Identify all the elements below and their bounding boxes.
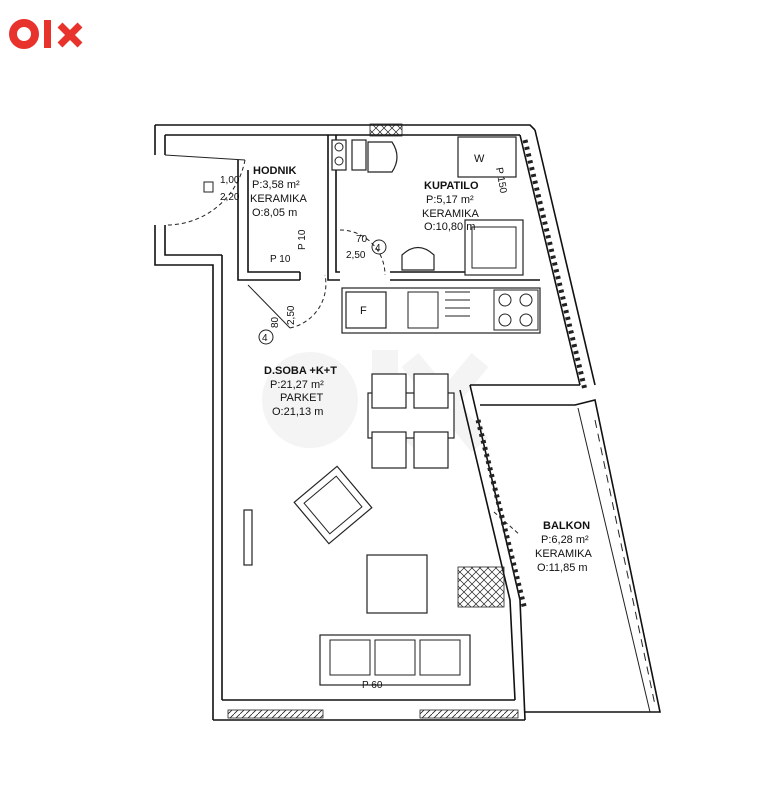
fridge — [345, 291, 387, 329]
room-perimeter: O:11,85 m — [537, 562, 588, 574]
room-perimeter: O:8,05 m — [252, 207, 297, 219]
room-balkon: BALKON P:6,28 m² KERAMIKA O:11,85 m — [535, 520, 593, 574]
marker-1: 4 — [375, 243, 381, 254]
entry-width: 1,00 — [220, 175, 240, 186]
washer-box — [457, 136, 517, 178]
room-area: P:3,58 m² — [252, 179, 300, 191]
fridge-label: F — [360, 305, 367, 317]
room-floor: KERAMIKA — [422, 208, 480, 220]
olx-logo — [9, 19, 83, 49]
entry-height: 2,20 — [220, 192, 240, 203]
kitchen-counter: F — [341, 287, 541, 334]
room-area: P:6,28 m² — [541, 534, 589, 546]
p150-label: P 150 — [493, 167, 508, 195]
p10-horizontal: P 10 — [270, 254, 291, 265]
room-name: D.SOBA +K+T — [264, 365, 337, 377]
p60-label: P 60 — [362, 680, 383, 691]
room-area: P:21,27 m² — [270, 379, 324, 391]
room-name: HODNIK — [253, 165, 296, 177]
cooktop — [493, 289, 539, 331]
room-kupatilo: KUPATILO P:5,17 m² KERAMIKA O:10,80 m — [422, 180, 480, 233]
shower-tray — [464, 219, 524, 276]
room-perimeter: O:21,13 m — [272, 406, 323, 418]
living-door-width: 80 — [270, 316, 281, 328]
living-door-height: 2,50 — [286, 305, 297, 325]
bathroom-fixtures: W — [331, 136, 524, 276]
bath-door-height: 2,50 — [346, 250, 366, 261]
logo-o — [9, 19, 39, 49]
washer-label: W — [474, 153, 485, 165]
bath-door-width: 70 — [356, 234, 368, 245]
room-floor: KERAMIKA — [535, 548, 593, 560]
room-floor: PARKET — [280, 392, 323, 404]
room-hodnik: HODNIK P:3,58 m² KERAMIKA O:8,05 m — [250, 165, 308, 219]
logo-x — [57, 22, 83, 48]
logo-l — [44, 20, 51, 48]
sofa — [319, 634, 471, 686]
armchair — [293, 465, 373, 545]
room-name: KUPATILO — [424, 180, 479, 192]
radiator — [243, 509, 253, 566]
room-floor: KERAMIKA — [250, 193, 308, 205]
sink — [401, 246, 435, 271]
p10-vertical: P 10 — [297, 229, 308, 250]
room-area: P:5,17 m² — [426, 194, 474, 206]
dimension-labels: 1,00 2,20 70 2,50 P 10 P 10 80 2,50 P 15… — [220, 167, 508, 691]
marker-2: 4 — [262, 333, 268, 344]
meter-box — [203, 181, 214, 193]
toilet — [367, 141, 398, 173]
dining-set — [367, 373, 455, 469]
room-dsoba: D.SOBA +K+T P:21,27 m² PARKET O:21,13 m — [264, 365, 337, 418]
facade-hatching — [369, 123, 656, 706]
room-name: BALKON — [543, 520, 590, 532]
room-perimeter: O:10,80 m — [424, 221, 475, 233]
coffee-table — [366, 554, 428, 614]
